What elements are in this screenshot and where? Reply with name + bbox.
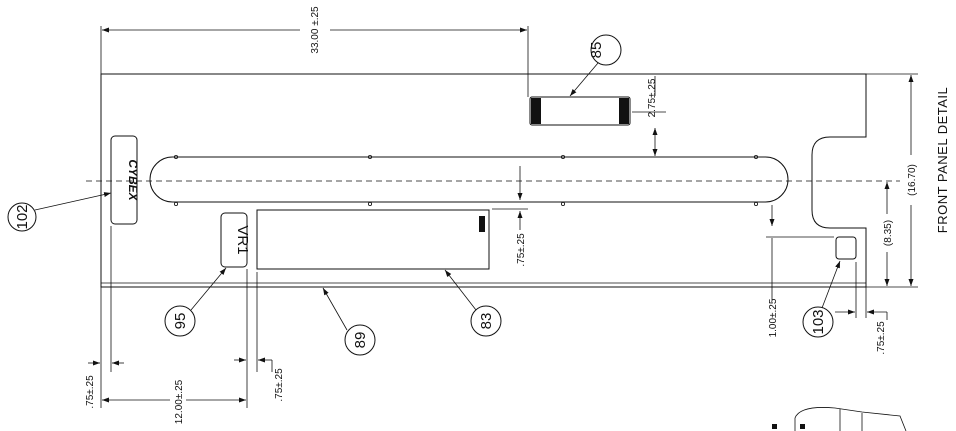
callout-85-bubble <box>590 34 622 66</box>
dim-overall-height-text: (16.70) <box>907 164 918 196</box>
dim-top-offset-text: 2.75±.25 <box>647 78 658 117</box>
callout-103-text: 103 <box>810 309 827 334</box>
logo-text: CYBEX <box>126 159 140 201</box>
slot-screw <box>367 154 372 159</box>
label-83-plate <box>256 209 490 270</box>
dim-left-edge-2-text: .75±.25 <box>274 368 285 402</box>
callout-85-text: 85 <box>588 42 605 59</box>
logo-plate <box>110 135 138 225</box>
panel-outline <box>100 73 867 288</box>
dim-slot-offset-text: .75±.25 <box>516 233 527 267</box>
dim-offset-1-text: 1.00±.25 <box>768 298 779 337</box>
dim-left-width-text: 12.00±.25 <box>174 379 185 424</box>
partial-view-bolt <box>800 424 805 429</box>
dim-half-height-text: (8.35) <box>883 220 894 246</box>
partial-view-bolt <box>772 424 777 429</box>
callout-102-bubble <box>7 202 37 232</box>
vr1-plate <box>220 212 248 268</box>
dim-overall-width-text: 33.00 ±.25 <box>310 6 321 54</box>
slot-screw <box>173 201 178 206</box>
partial-view-outline <box>794 407 907 431</box>
callout-83-bubble <box>470 305 502 337</box>
callout-102-leader <box>34 192 112 211</box>
callout-102-text: 102 <box>14 204 31 229</box>
part-103-plate <box>835 236 857 260</box>
callout-103-leader <box>821 260 841 309</box>
callout-103-bubble <box>802 306 834 338</box>
label-85-plate <box>529 96 631 126</box>
label-85-tab <box>531 98 541 124</box>
slot-screw <box>367 201 372 206</box>
slot-screw <box>561 154 566 159</box>
center-slot <box>149 156 789 203</box>
vr1-text: VR1 <box>234 225 251 254</box>
slot-screw <box>561 201 566 206</box>
slot-screw <box>754 154 759 159</box>
drawing-title: FRONT PANEL DETAIL <box>935 87 950 234</box>
callout-89-leader <box>322 287 348 331</box>
slot-screw <box>173 154 178 159</box>
callout-83-leader <box>444 269 477 311</box>
callout-89-text: 89 <box>352 332 369 349</box>
callout-95-bubble <box>164 305 196 337</box>
label-85-tab <box>619 98 629 124</box>
callout-83-text: 83 <box>478 313 495 330</box>
callout-85-leader <box>569 62 599 97</box>
callout-95-leader <box>190 267 227 311</box>
slot-screw <box>754 201 759 206</box>
dim-left-edge-text: .75±.25 <box>85 375 96 409</box>
callout-95-text: 95 <box>172 313 189 330</box>
dim-right-edge-text: .75±.25 <box>876 321 887 355</box>
label-83-code <box>479 216 485 232</box>
callout-89-bubble <box>344 324 376 356</box>
